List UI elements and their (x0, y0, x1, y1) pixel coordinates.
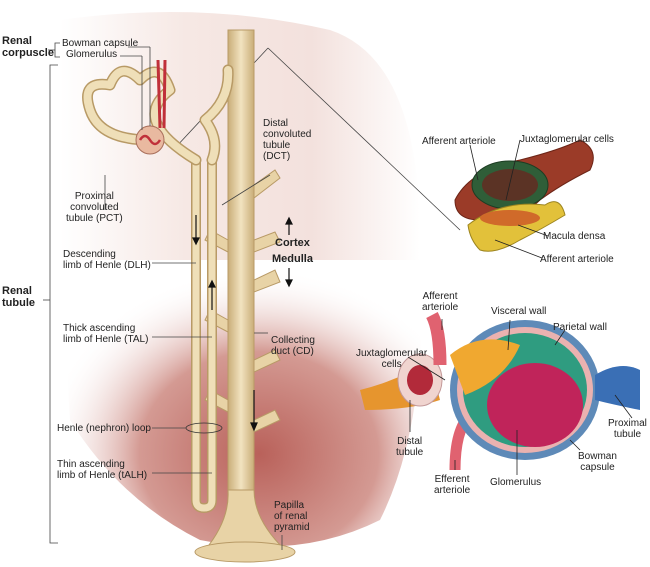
jga-afferent-arteriole-bottom-label: Afferent arteriole (540, 254, 614, 265)
corpuscle-juxtaglomerular-cells-label: Juxtaglomerular cells (356, 348, 428, 370)
distal-tubule-label: Distal tubule (396, 436, 424, 458)
efferent-arteriole-label: Efferent arteriole (434, 474, 471, 496)
corpuscle-glomerulus-label: Glomerulus (490, 477, 542, 488)
macula-densa-label: Macula densa (543, 231, 606, 242)
corpuscle-inset (360, 311, 640, 471)
pct-label: Proximal convoluted tubule (PCT) (66, 191, 123, 224)
dlh-label: Descending limb of Henle (DLH) (63, 249, 151, 271)
renal-tubule-group-label: Renal tubule (2, 285, 35, 309)
glomerulus-label: Glomerulus (66, 49, 118, 60)
cortex-label: Cortex (275, 237, 310, 249)
renal-corpuscle (135, 59, 167, 155)
corpuscle-afferent-arteriole-label: Afferent arteriole (422, 291, 459, 313)
visceral-wall-label: Visceral wall (491, 306, 547, 317)
corpuscle-bowman-capsule-label: Bowman capsule (578, 451, 617, 473)
henle-loop-label: Henle (nephron) loop (57, 423, 151, 434)
henle-loop (191, 155, 217, 514)
jga-juxtaglomerular-cells-label: Juxtaglomerular cells (520, 134, 614, 145)
collecting-duct-label: Collecting duct (CD) (271, 335, 315, 357)
renal-corpuscle-group-label: Renal corpuscle (2, 35, 54, 59)
convoluted-tubules (82, 64, 234, 166)
talh-label: Thin ascending limb of Henle (tALH) (57, 459, 148, 481)
dct-label: Distal convoluted tubule (DCT) (263, 118, 312, 162)
bowman-capsule-label: Bowman capsule (62, 38, 139, 49)
medulla-label: Medulla (272, 253, 313, 265)
proximal-tubule-label: Proximal tubule (608, 418, 647, 440)
papilla-label: Papilla of renal pyramid (274, 500, 310, 533)
tal-label: Thick ascending limb of Henle (TAL) (63, 323, 149, 345)
jga-afferent-arteriole-top-label: Afferent arteriole (422, 136, 496, 147)
papilla-base (194, 541, 296, 563)
parietal-wall-label: Parietal wall (553, 322, 607, 333)
jga-inset (454, 139, 594, 252)
